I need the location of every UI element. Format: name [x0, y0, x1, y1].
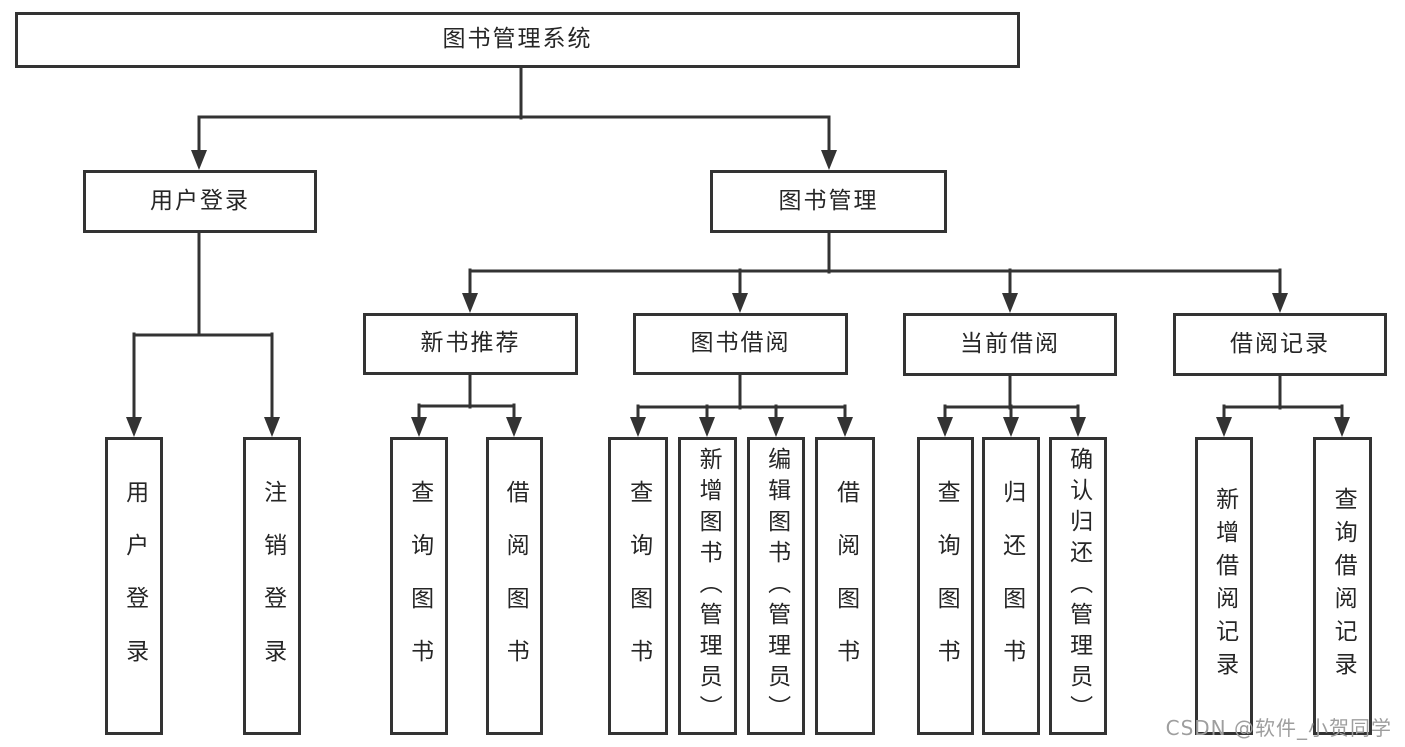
node-current-borrow: 当前借阅 [903, 313, 1117, 376]
leaf-confirm-return-admin: 确认归还（管理员） [1049, 437, 1107, 735]
node-book-management: 图书管理 [710, 170, 947, 233]
node-borrow-records: 借阅记录 [1173, 313, 1387, 376]
connector-shafts [132, 66, 1344, 421]
leaf-borrow-books: 借阅图书 [815, 437, 875, 735]
csdn-watermark: CSDN @软件_小贺同学 [1165, 716, 1392, 740]
arrowheads [126, 150, 1350, 437]
leaf-borrow-books-recommend: 借阅图书 [486, 437, 543, 735]
leaf-add-book-admin: 新增图书（管理员） [678, 437, 737, 735]
node-book-borrow: 图书借阅 [633, 313, 848, 375]
node-new-book-recommend: 新书推荐 [363, 313, 578, 375]
node-user-login: 用户登录 [83, 170, 317, 233]
leaf-logout: 注销登录 [243, 437, 301, 735]
leaf-edit-book-admin: 编辑图书（管理员） [747, 437, 805, 735]
leaf-query-books-recommend: 查询图书 [390, 437, 448, 735]
leaf-query-books-current: 查询图书 [917, 437, 974, 735]
leaf-add-borrow-record: 新增借阅记录 [1195, 437, 1253, 735]
leaf-query-borrow-record: 查询借阅记录 [1313, 437, 1372, 735]
leaf-user-login: 用户登录 [105, 437, 163, 735]
node-root: 图书管理系统 [15, 12, 1020, 68]
leaf-query-books-borrow: 查询图书 [608, 437, 668, 735]
leaf-return-book: 归还图书 [982, 437, 1040, 735]
